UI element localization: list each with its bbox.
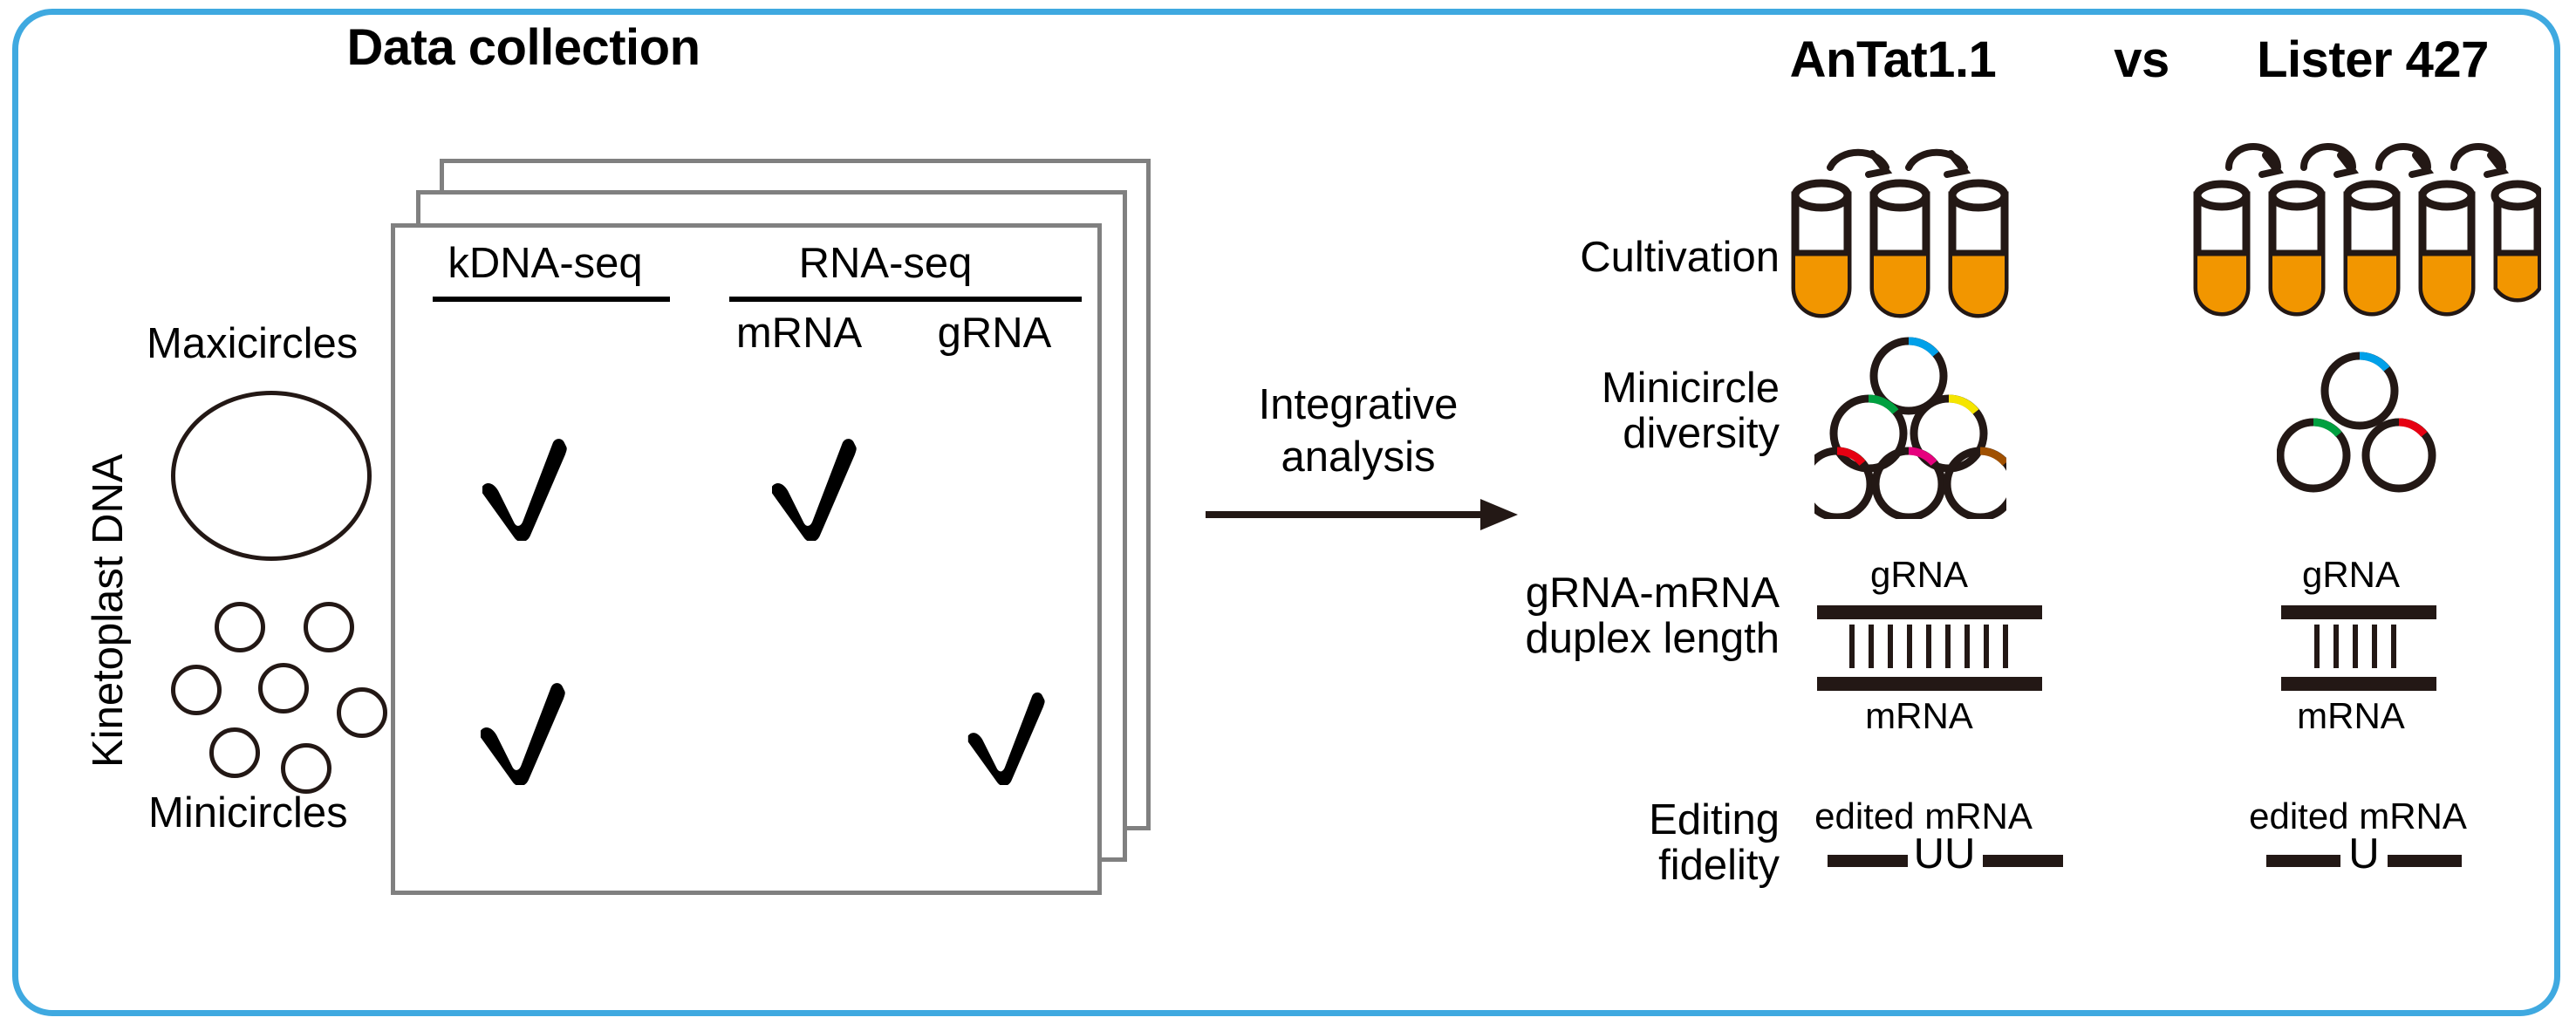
duplex-right-grna-strand <box>2281 605 2436 619</box>
duplex-left-basepair <box>1945 625 1951 668</box>
minicircle-shape <box>215 602 265 652</box>
editing-right-edited-mrna-label: edited mRNA <box>2249 795 2467 836</box>
editing-right-bar-b <box>2388 855 2462 867</box>
strain-right-title: Lister 427 <box>2257 31 2489 88</box>
editing-left-bar-a <box>1828 855 1908 867</box>
duplex-right-grna-label: gRNA <box>2301 554 2401 595</box>
duplex-left-basepair <box>1849 625 1855 668</box>
row-label-duplex-length: gRNA-mRNA duplex length <box>1525 570 1780 662</box>
row-label-editing-fidelity: Editing fidelity <box>1649 796 1780 889</box>
minicircle-shape <box>304 602 354 652</box>
kdna-seq-underline <box>433 297 670 302</box>
cultivation-left-group <box>1780 131 2024 336</box>
row-label-cultivation: Cultivation <box>1580 234 1780 281</box>
duplex-left-basepair <box>2003 625 2008 668</box>
duplex-right-basepair <box>2333 625 2339 668</box>
duplex-left-basepair <box>1926 625 1931 668</box>
checkmark-kdna-row2 <box>469 672 583 787</box>
checkmark-mrna-row1 <box>761 427 874 543</box>
vs-label: vs <box>2114 31 2169 88</box>
duplex-left-mrna-label: mRNA <box>1865 695 1973 736</box>
editing-right-insert: U <box>2348 830 2380 877</box>
minicircle-diversity-right-group <box>2276 349 2443 515</box>
editing-right-bar-a <box>2266 855 2340 867</box>
minicircle-shape <box>209 727 260 778</box>
checkmark-kdna-row1 <box>471 427 584 543</box>
integrative-analysis-label-line1: Integrative <box>1258 381 1459 428</box>
duplex-left-basepair <box>1984 625 1989 668</box>
maxicircles-label: Maxicircles <box>147 320 359 367</box>
duplex-right-basepair <box>2391 625 2396 668</box>
row-label-minicircle-diversity: Minicircle diversity <box>1601 365 1780 457</box>
editing-left-insert: UU <box>1913 830 1976 877</box>
duplex-right-basepair <box>2353 625 2358 668</box>
minicircle-diversity-left-group <box>1800 336 2018 523</box>
duplex-left-mrna-strand <box>1817 677 2042 691</box>
duplex-left-basepair <box>1964 625 1970 668</box>
duplex-right-mrna-strand <box>2281 677 2436 691</box>
grna-subheader: gRNA <box>937 310 1052 357</box>
data-collection-title: Data collection <box>346 19 700 76</box>
duplex-left-grna-label: gRNA <box>1869 554 1969 595</box>
integrative-analysis-arrow <box>1206 488 1520 545</box>
duplex-right-mrna-label: mRNA <box>2297 695 2405 736</box>
rna-seq-header: RNA-seq <box>798 240 973 287</box>
duplex-left-basepair <box>1888 625 1893 668</box>
minicircle-shape <box>281 743 331 794</box>
duplex-left-grna-strand <box>1817 605 2042 619</box>
editing-left-edited-mrna-label: edited mRNA <box>1814 795 2033 836</box>
minicircles-label: Minicircles <box>148 789 348 836</box>
maxicircle-shape <box>171 391 372 561</box>
duplex-right-basepair <box>2372 625 2377 668</box>
kinetoplast-dna-label: Kinetoplast DNA <box>85 454 132 768</box>
editing-left-bar-b <box>1983 855 2063 867</box>
rna-seq-underline <box>729 297 1082 302</box>
kdna-seq-header: kDNA-seq <box>448 240 643 287</box>
duplex-left-basepair <box>1869 625 1874 668</box>
minicircle-shape <box>258 663 309 714</box>
duplex-left-basepair <box>1907 625 1912 668</box>
data-card-front[interactable] <box>391 223 1102 895</box>
minicircle-shape <box>337 687 387 738</box>
duplex-right-basepair <box>2314 625 2320 668</box>
checkmark-grna-row2 <box>958 682 1061 787</box>
strain-left-title: AnTat1.1 <box>1789 31 1997 88</box>
integrative-analysis-label-line2: analysis <box>1281 434 1436 481</box>
cultivation-right-group <box>2192 131 2545 336</box>
mrna-subheader: mRNA <box>735 310 863 357</box>
minicircle-shape <box>171 665 222 715</box>
